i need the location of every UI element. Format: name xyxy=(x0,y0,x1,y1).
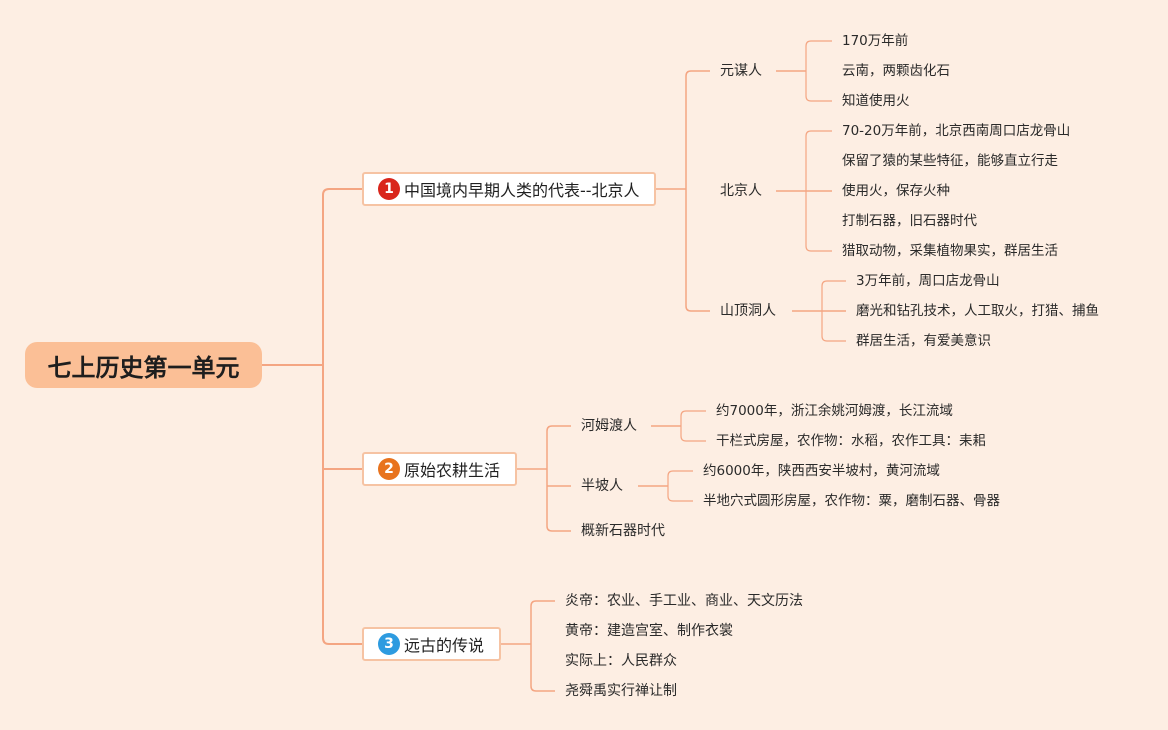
branch-topic-2[interactable]: 2 原始农耕生活 xyxy=(362,452,517,486)
connector-line xyxy=(322,188,362,645)
root-topic[interactable]: 七上历史第一单元 xyxy=(25,342,262,388)
connector-line xyxy=(805,40,832,102)
leaf-item[interactable]: 使用火，保存火种 xyxy=(842,183,950,199)
leaf-item[interactable]: 保留了猿的某些特征，能够直立行走 xyxy=(842,153,1058,169)
branch-topic-1-label: 中国境内早期人类的代表--北京人 xyxy=(404,181,640,200)
leaf-item[interactable]: 知道使用火 xyxy=(842,93,910,109)
number-badge-3: 3 xyxy=(378,633,400,655)
number-badge-2: 2 xyxy=(378,458,400,480)
subtopic-reality[interactable]: 实际上：人民群众 xyxy=(565,653,677,669)
leaf-item[interactable]: 猎取动物，采集植物果实，群居生活 xyxy=(842,243,1058,259)
subtopic-yuanmou[interactable]: 元谋人 xyxy=(720,63,762,79)
leaf-item[interactable]: 约6000年，陕西西安半坡村，黄河流域 xyxy=(703,463,940,479)
subtopic-neolithic[interactable]: 概新石器时代 xyxy=(581,523,665,539)
leaf-item[interactable]: 约7000年，浙江余姚河姆渡，长江流域 xyxy=(716,403,953,419)
connector-line xyxy=(546,425,571,532)
subtopic-hemudu[interactable]: 河姆渡人 xyxy=(581,418,637,434)
root-topic-label: 七上历史第一单元 xyxy=(47,353,240,382)
leaf-item[interactable]: 3万年前，周口店龙骨山 xyxy=(856,273,1000,289)
subtopic-banpo[interactable]: 半坡人 xyxy=(581,478,623,494)
connector-line xyxy=(685,70,710,312)
subtopic-beijing[interactable]: 北京人 xyxy=(720,183,762,199)
connector-line xyxy=(680,410,706,442)
subtopic-huangdi[interactable]: 黄帝：建造宫室、制作衣裳 xyxy=(565,623,733,639)
branch-topic-2-label: 原始农耕生活 xyxy=(404,461,501,480)
leaf-item[interactable]: 群居生活，有爱美意识 xyxy=(856,333,991,349)
leaf-item[interactable]: 70-20万年前，北京西南周口店龙骨山 xyxy=(842,123,1071,139)
branch-topic-3-label: 远古的传说 xyxy=(404,636,485,655)
leaf-item[interactable]: 半地穴式圆形房屋，农作物：粟，磨制石器、骨器 xyxy=(703,493,1000,509)
leaf-item[interactable]: 打制石器，旧石器时代 xyxy=(842,213,977,229)
connector-line xyxy=(667,470,693,502)
leaf-item[interactable]: 干栏式房屋，农作物：水稻，农作工具：耒耜 xyxy=(716,433,986,449)
connector-line xyxy=(530,600,555,692)
leaf-item[interactable]: 云南，两颗齿化石 xyxy=(842,63,950,79)
leaf-item[interactable]: 170万年前 xyxy=(842,33,909,49)
subtopic-shanrang[interactable]: 尧舜禹实行禅让制 xyxy=(565,683,677,699)
branch-topic-3[interactable]: 3 远古的传说 xyxy=(362,627,501,661)
number-badge-1: 1 xyxy=(378,178,400,200)
leaf-item[interactable]: 磨光和钻孔技术，人工取火，打猎、捕鱼 xyxy=(856,303,1099,319)
branch-topic-1[interactable]: 1 中国境内早期人类的代表--北京人 xyxy=(362,172,656,206)
subtopic-yandi[interactable]: 炎帝：农业、手工业、商业、天文历法 xyxy=(565,593,803,609)
subtopic-shandingdong[interactable]: 山顶洞人 xyxy=(720,303,776,319)
